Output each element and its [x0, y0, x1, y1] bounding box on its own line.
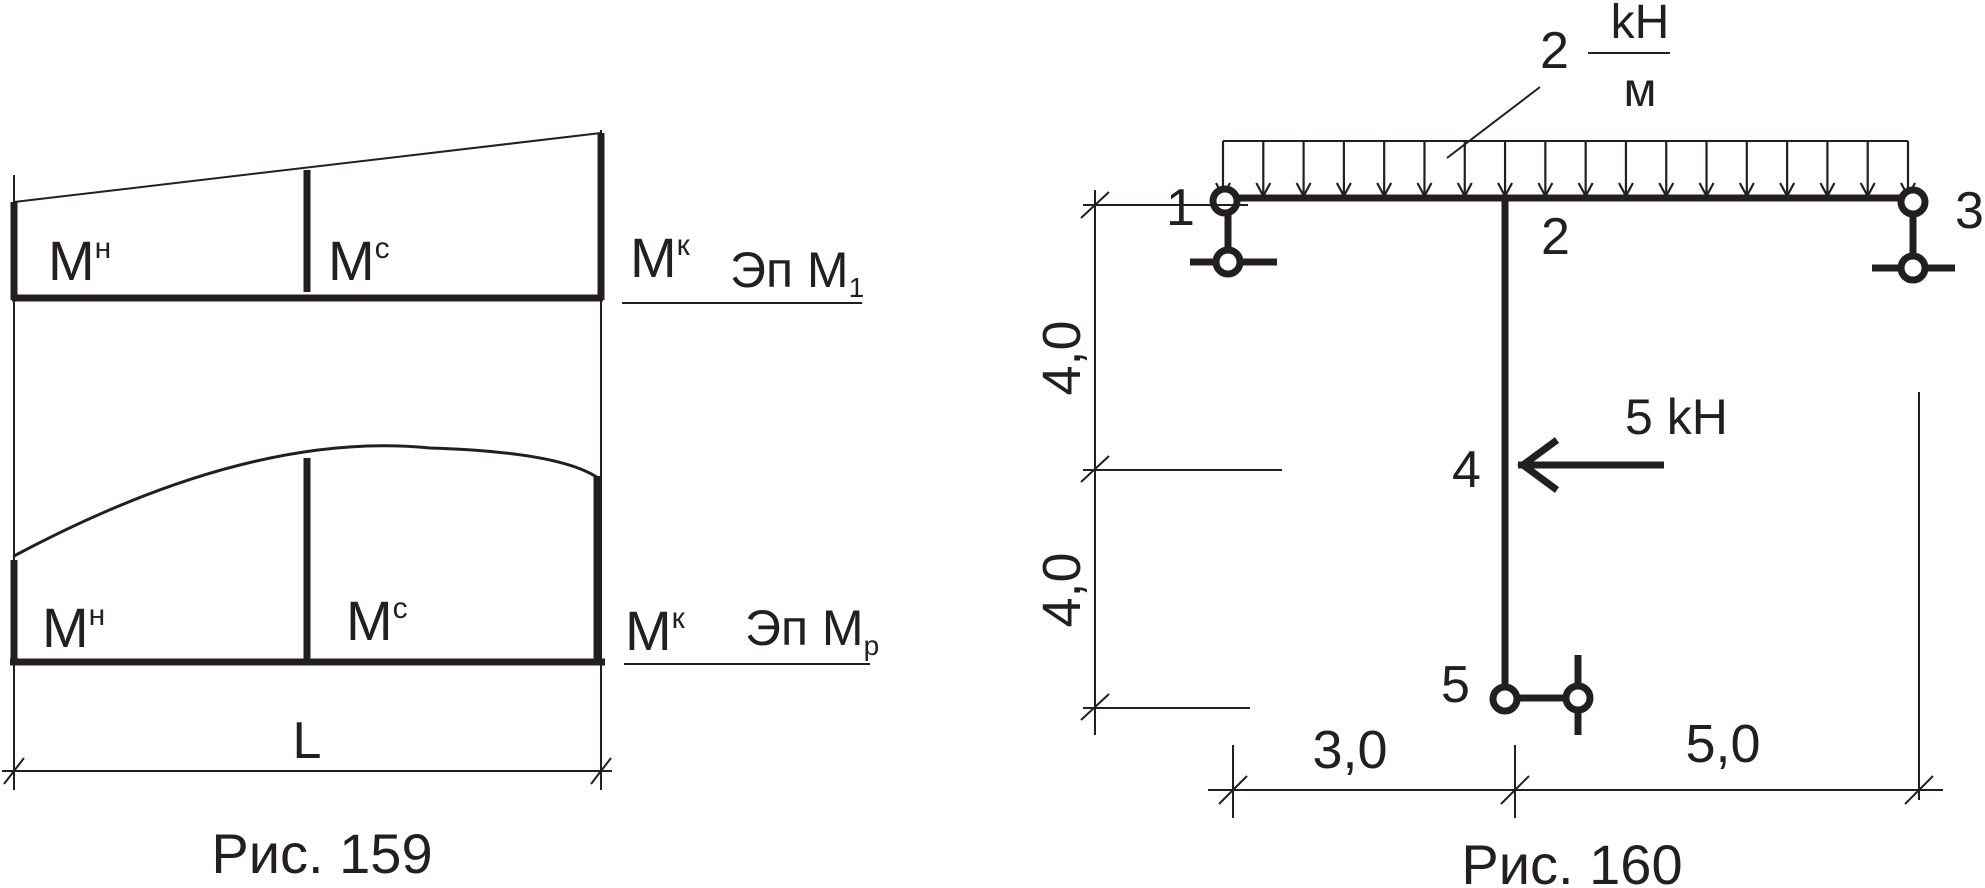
support-1-hinge-bottom — [1212, 246, 1244, 278]
dim-height-bottom: 4,0 — [1032, 552, 1092, 627]
load-arrows — [1215, 141, 1916, 199]
dim-tick-right — [1904, 775, 1934, 805]
force-arrow-head — [1517, 437, 1560, 493]
dim-tick-left — [1218, 775, 1248, 805]
caption-fig-159: Рис. 159 — [211, 822, 432, 885]
dimension-l-label: L — [293, 712, 322, 770]
node-label-4: 4 — [1452, 441, 1481, 499]
load-value: 2 — [1540, 22, 1569, 80]
dimension-l: L — [2, 712, 612, 785]
m1-top-line — [13, 132, 602, 203]
caption-fig-160: Рис. 160 — [1461, 833, 1682, 888]
support-5-hinge-right — [1562, 682, 1594, 714]
node-3-hinge — [1897, 186, 1929, 218]
dim-tick-middle — [1080, 455, 1110, 483]
vertical-dimensions: 4,0 4,0 — [1032, 190, 1282, 735]
diagram-mp: Mн Mс Mк Эп Mp — [10, 444, 879, 666]
m1-label-mk: Mк — [630, 226, 691, 289]
m1-label-mc: Mс — [328, 229, 390, 292]
mp-curve — [13, 444, 599, 558]
horizontal-dimensions: 3,0 5,0 — [1208, 392, 1943, 818]
dim-width-right: 5,0 — [1685, 714, 1760, 774]
support-node-1 — [1190, 185, 1277, 278]
dimension-l-tick-right — [590, 757, 612, 785]
node-label-1: 1 — [1166, 179, 1195, 237]
mp-label-mn: Mн — [42, 596, 105, 659]
support-3-hinge-bottom — [1897, 252, 1929, 284]
m1-label-mn: Mн — [48, 229, 111, 292]
load-leader-line — [1446, 86, 1541, 159]
node-1-hinge — [1209, 185, 1241, 217]
support-node-3 — [1872, 186, 1955, 284]
figure-159: Mн Mс Mк Эп M1 Mн Mс Mк Эп Mp L Рис. 159 — [2, 130, 879, 885]
dim-tick-center — [1500, 775, 1530, 805]
load-unit-denominator: м — [1624, 64, 1657, 117]
node-label-5: 5 — [1441, 656, 1470, 714]
load-unit-numerator: kH — [1611, 0, 1670, 49]
dim-width-left: 3,0 — [1312, 720, 1387, 780]
node-label-3: 3 — [1955, 182, 1984, 240]
dimension-l-tick-left — [3, 757, 25, 785]
diagram-m1: Mн Mс Mк Эп M1 — [10, 132, 864, 304]
horizontal-force: 5 kH — [1517, 389, 1728, 493]
dim-tick-bottom — [1080, 693, 1110, 721]
mp-label-mc: Mс — [346, 589, 408, 652]
mp-title: Эп Mp — [745, 600, 879, 661]
figure-160: 2 kH м — [1032, 0, 1984, 888]
mp-label-mk: Mк — [625, 599, 686, 662]
dim-tick-top — [1080, 191, 1110, 219]
m1-title: Эп M1 — [730, 242, 864, 303]
node-label-2: 2 — [1541, 208, 1570, 266]
dim-height-top: 4,0 — [1032, 320, 1092, 395]
distributed-load: 2 kH м — [1215, 0, 1916, 199]
force-label: 5 kH — [1625, 389, 1728, 445]
support-node-5 — [1489, 655, 1594, 735]
node-5-hinge — [1489, 683, 1521, 715]
